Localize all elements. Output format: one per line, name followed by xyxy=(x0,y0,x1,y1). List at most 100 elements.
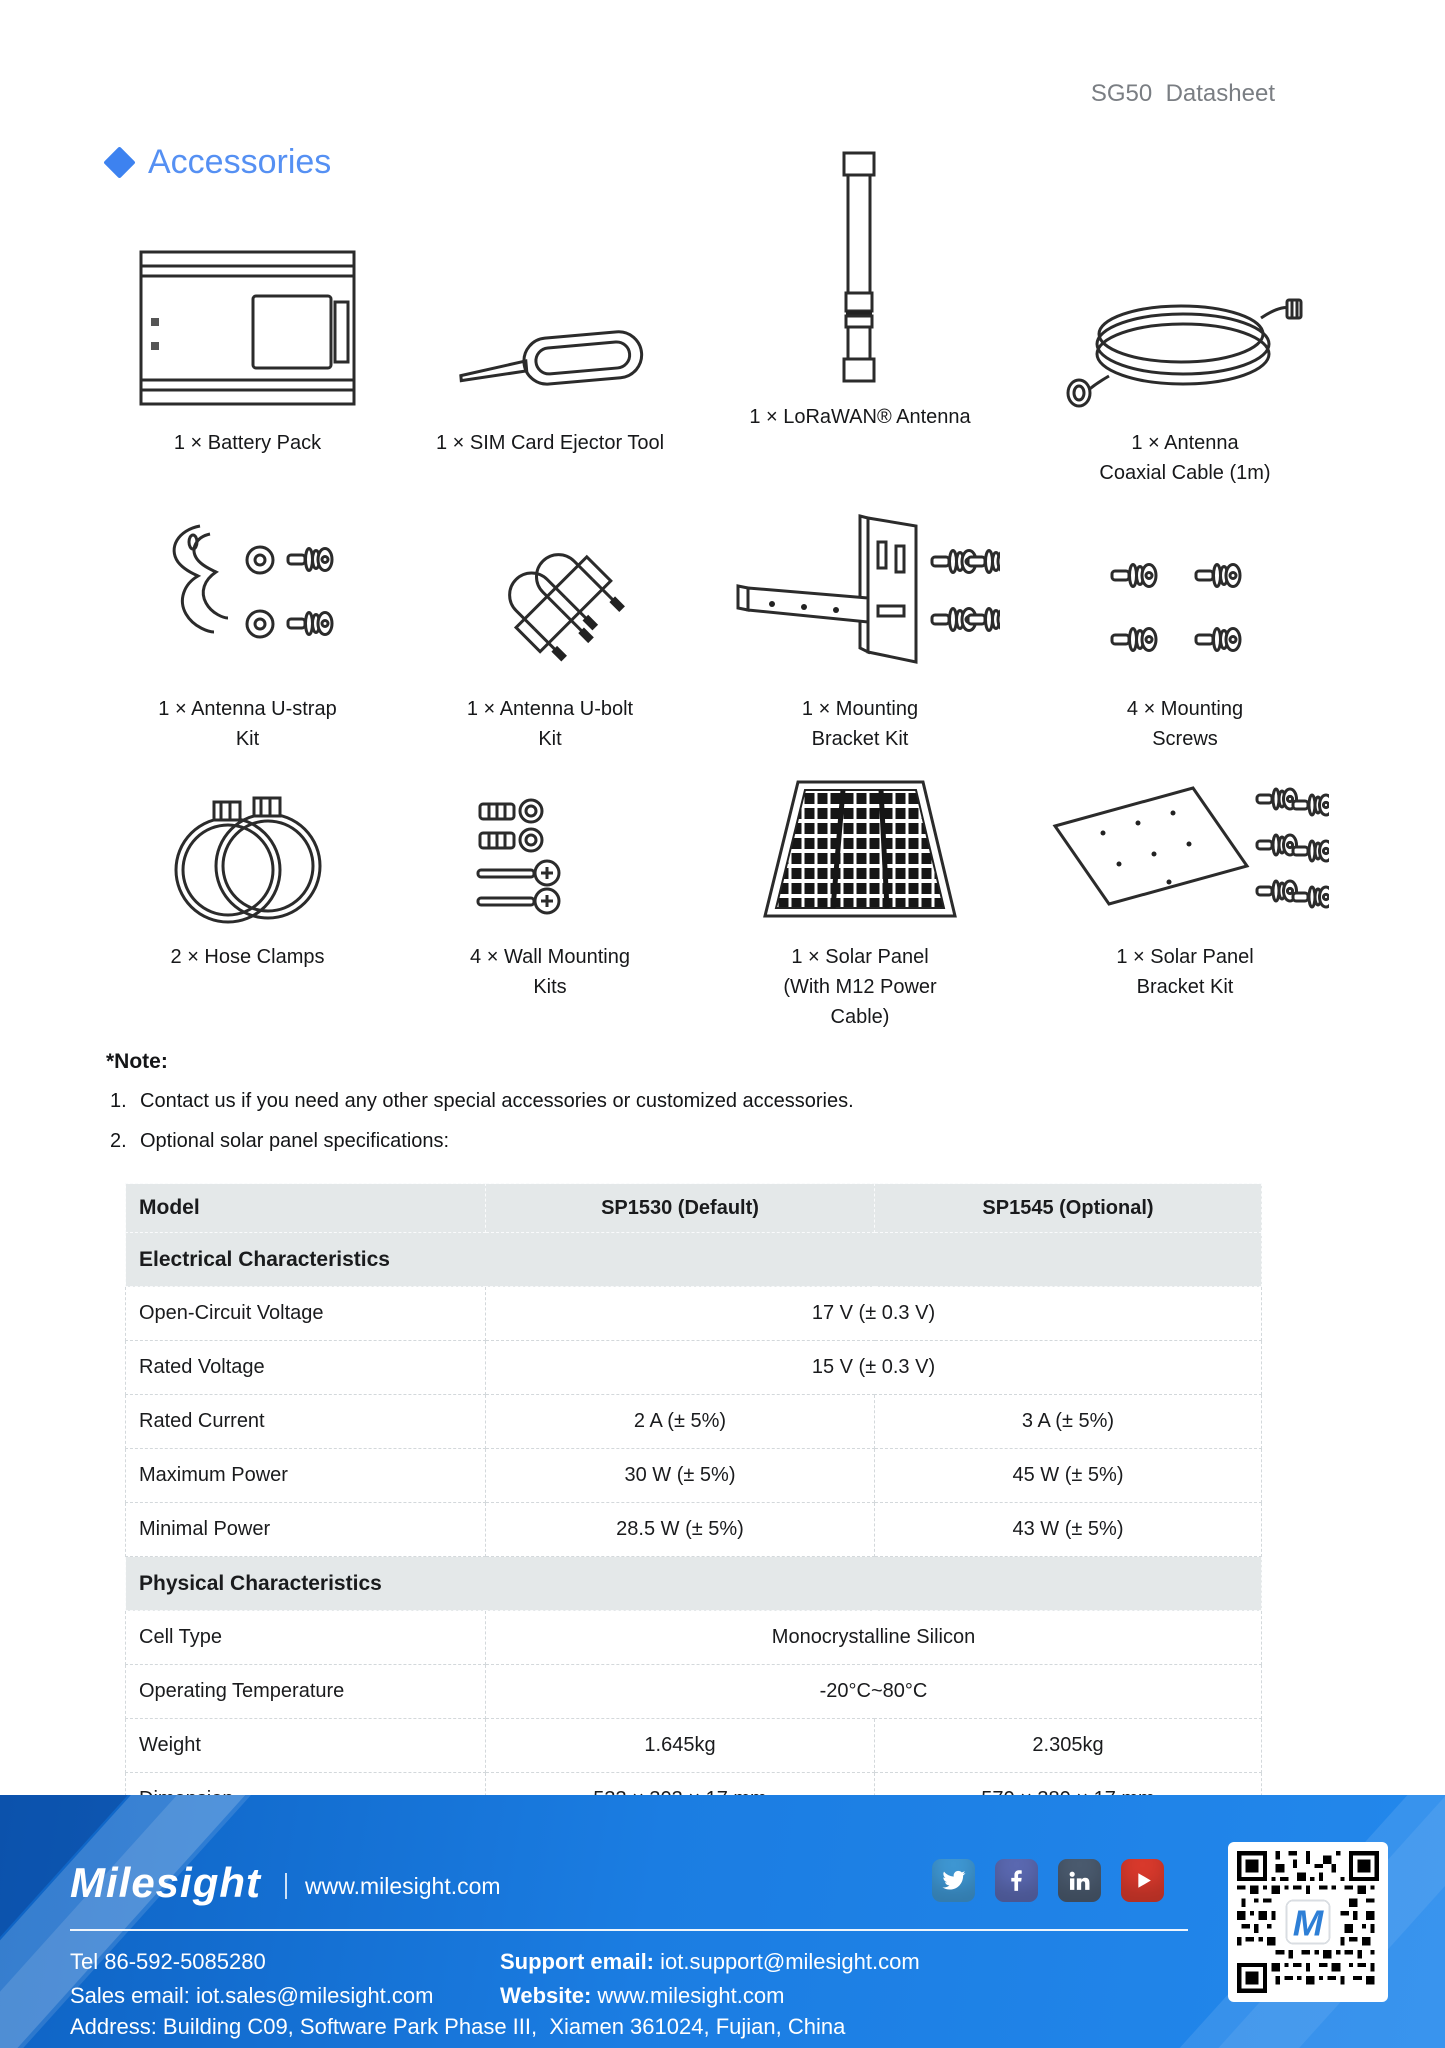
item-caption: 1 × Solar Panel (With M12 Power Cable) xyxy=(783,946,937,1028)
solar-panel-bracket-kit-icon xyxy=(1041,776,1329,926)
item-caption: 4 × Mounting Screws xyxy=(1126,698,1244,750)
footer-website-label: Website: xyxy=(500,1983,592,2008)
item-caption: 4 × Wall Mounting Kits xyxy=(470,946,630,998)
table-row: Operating Temperature -20°C~80°C xyxy=(125,1664,1262,1719)
table-section-row: Physical Characteristics xyxy=(125,1556,1262,1611)
table-row: Weight 1.645kg 2.305kg xyxy=(125,1718,1262,1773)
row-value: Monocrystalline Silicon xyxy=(485,1610,1262,1665)
row-value: 17 V (± 0.3 V) xyxy=(485,1286,1262,1341)
solar-panel-spec-table: Model SP1530 (Default) SP1545 (Optional)… xyxy=(125,1183,1262,1827)
column-header: Model xyxy=(125,1183,486,1233)
note-section: *Note: 1. Contact us if you need any oth… xyxy=(106,1050,854,1154)
row-value: 3 A (± 5%) xyxy=(874,1394,1262,1449)
column-header: SP1530 (Default) xyxy=(485,1183,875,1233)
row-label: Cell Type xyxy=(125,1610,486,1665)
row-value: 30 W (± 5%) xyxy=(485,1448,875,1503)
row-value: 43 W (± 5%) xyxy=(874,1502,1262,1557)
list-item: 1 × Solar Panel (With M12 Power Cable) xyxy=(700,776,1020,1032)
antenna-u-bolt-kit-icon xyxy=(465,510,635,678)
table-row: Rated Voltage 15 V (± 0.3 V) xyxy=(125,1340,1262,1395)
row-label: Open-Circuit Voltage xyxy=(125,1286,486,1341)
item-caption: 1 × SIM Card Ejector Tool xyxy=(435,432,665,454)
row-value: 2 A (± 5%) xyxy=(485,1394,875,1449)
footer-tel: Tel 86-592-5085280 xyxy=(70,1949,266,1974)
section-title: Physical Characteristics xyxy=(125,1556,1262,1611)
list-item: 1 × SIM Card Ejector Tool xyxy=(400,200,700,488)
item-caption: 1 × Antenna U-strap Kit xyxy=(158,698,337,750)
list-item: 1 × LoRaWAN® Antenna xyxy=(700,151,1020,488)
item-caption: 1 × Battery Pack xyxy=(173,432,322,454)
list-item: 1 × Battery Pack xyxy=(95,200,400,488)
footer-support-label: Support email: xyxy=(500,1949,655,1974)
accessories-heading: Accessories xyxy=(103,143,332,182)
row-label: Operating Temperature xyxy=(125,1664,486,1719)
item-caption: 1 × LoRaWAN® Antenna xyxy=(749,406,971,428)
accessories-title: Accessories xyxy=(148,143,332,181)
row-value: 45 W (± 5%) xyxy=(874,1448,1262,1503)
footer-contact-right: Support email: iot.support@milesight.com… xyxy=(500,1945,920,2013)
accessories-row-3: 2 × Hose Clamps xyxy=(95,776,1355,1032)
note-item: 2. Optional solar panel specifications: xyxy=(106,1128,854,1154)
facebook-icon[interactable] xyxy=(995,1859,1038,1902)
row-label: Rated Voltage xyxy=(125,1340,486,1395)
list-item: 2 × Hose Clamps xyxy=(95,776,400,1032)
footer-support-email[interactable]: Support email: iot.support@milesight.com xyxy=(500,1945,920,1979)
table-row: Open-Circuit Voltage 17 V (± 0.3 V) xyxy=(125,1286,1262,1341)
row-value: -20°C~80°C xyxy=(485,1664,1262,1719)
milesight-logo: Milesight xyxy=(70,1859,262,1906)
social-links xyxy=(932,1859,1164,1902)
row-label: Weight xyxy=(125,1718,486,1773)
item-caption: 1 × Mounting Bracket Kit xyxy=(801,698,919,750)
table-row: Cell Type Monocrystalline Silicon xyxy=(125,1610,1262,1665)
item-caption: 1 × Solar Panel Bracket Kit xyxy=(1116,946,1254,998)
row-label: Minimal Power xyxy=(125,1502,486,1557)
row-label: Rated Current xyxy=(125,1394,486,1449)
footer-sales-email[interactable]: Sales email: iot.sales@milesight.com xyxy=(70,1983,434,2008)
section-title: Electrical Characteristics xyxy=(125,1232,1262,1287)
qr-center-logo: M xyxy=(1293,1902,1325,1943)
footer-support-value[interactable]: iot.support@milesight.com xyxy=(654,1949,920,1974)
list-item: 1 × Antenna U-strap Kit xyxy=(95,510,400,754)
footer-website-value[interactable]: www.milesight.com xyxy=(591,1983,785,2008)
note-text: Optional solar panel specifications: xyxy=(140,1130,450,1152)
sim-card-ejector-tool-icon xyxy=(448,200,653,412)
footer-website[interactable]: Website: www.milesight.com xyxy=(500,1979,920,2013)
logo-divider xyxy=(285,1873,288,1899)
youtube-icon[interactable] xyxy=(1121,1859,1164,1902)
note-text: Contact us if you need any other special… xyxy=(140,1090,854,1112)
document-title: SG50 Datasheet xyxy=(1090,80,1275,107)
row-value: 28.5 W (± 5%) xyxy=(485,1502,875,1557)
table-header-row: Model SP1530 (Default) SP1545 (Optional) xyxy=(125,1183,1262,1233)
antenna-coaxial-cable-icon xyxy=(1065,200,1305,412)
accessories-row-2: 1 × Antenna U-strap Kit xyxy=(95,510,1355,754)
table-row: Rated Current 2 A (± 5%) 3 A (± 5%) xyxy=(125,1394,1262,1449)
note-number: 2. xyxy=(110,1130,127,1152)
row-value: 1.645kg xyxy=(485,1718,875,1773)
lorawan-antenna-icon xyxy=(837,151,883,386)
footer: Milesight www.milesight.com Tel 86-592-5… xyxy=(0,1795,1445,2048)
column-header: SP1545 (Optional) xyxy=(874,1183,1262,1233)
mounting-bracket-kit-icon xyxy=(720,510,1000,678)
footer-contact-left: Tel 86-592-5085280 Sales email: iot.sale… xyxy=(70,1945,433,2013)
twitter-icon[interactable] xyxy=(932,1859,975,1902)
table-row: Maximum Power 30 W (± 5%) 45 W (± 5%) xyxy=(125,1448,1262,1503)
item-caption: 1 × Antenna U-bolt Kit xyxy=(466,698,634,750)
footer-website-link[interactable]: www.milesight.com xyxy=(305,1872,501,1899)
row-value: 2.305kg xyxy=(874,1718,1262,1773)
list-item: 4 × Mounting Screws xyxy=(1020,510,1350,754)
item-caption: 1 × Antenna Coaxial Cable (1m) xyxy=(1099,432,1271,484)
wall-mounting-kits-icon xyxy=(474,776,626,926)
row-value: 15 V (± 0.3 V) xyxy=(485,1340,1262,1395)
list-item: 4 × Wall Mounting Kits xyxy=(400,776,700,1032)
list-item: 1 × Mounting Bracket Kit xyxy=(700,510,1020,754)
accessories-grid: 1 × Battery Pack 1 × SIM Card Ejector To… xyxy=(95,151,1355,1032)
list-item: 1 × Antenna U-bolt Kit xyxy=(400,510,700,754)
accessories-row-1: 1 × Battery Pack 1 × SIM Card Ejector To… xyxy=(95,151,1355,488)
solar-panel-icon xyxy=(751,776,969,926)
note-item: 1. Contact us if you need any other spec… xyxy=(106,1088,854,1114)
row-label: Maximum Power xyxy=(125,1448,486,1503)
item-caption: 2 × Hose Clamps xyxy=(170,946,325,968)
note-title: *Note: xyxy=(106,1050,168,1073)
linkedin-icon[interactable] xyxy=(1058,1859,1101,1902)
